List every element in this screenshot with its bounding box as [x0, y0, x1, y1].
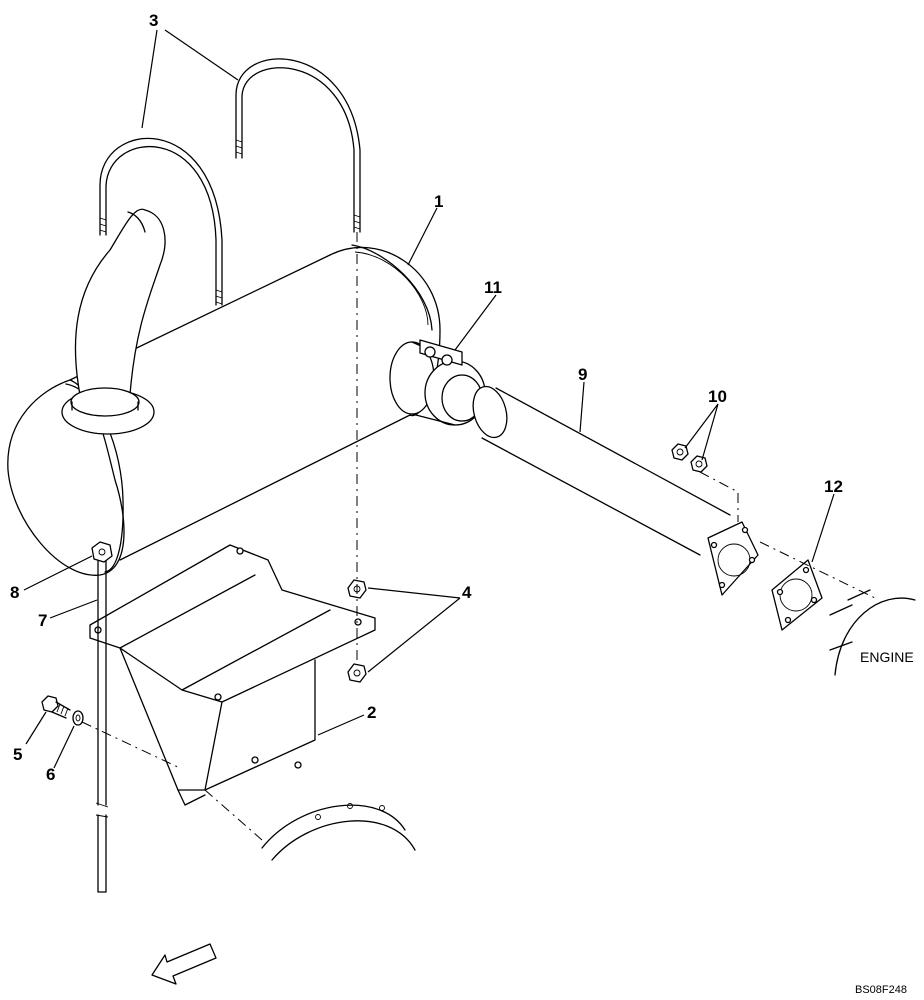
- callout-10: 10: [708, 387, 727, 406]
- callout-5: 5: [13, 745, 22, 764]
- callout-3: 3: [149, 11, 158, 30]
- nuts-10: [671, 443, 708, 473]
- drain-tube: [91, 541, 113, 893]
- front-direction-arrow-icon: [151, 943, 217, 985]
- callout-7: 7: [38, 611, 47, 630]
- callout-2: 2: [367, 703, 376, 722]
- callout-9: 9: [578, 365, 587, 384]
- callout-4: 4: [462, 583, 472, 602]
- assembly-lines: [81, 232, 876, 841]
- gasket: [771, 559, 823, 631]
- engine-label: ENGINE: [860, 649, 914, 665]
- pipe-clamp: [389, 339, 486, 426]
- callout-8: 8: [10, 583, 19, 602]
- mounting-bracket: [89, 544, 376, 806]
- u-bolt-left: [99, 137, 223, 306]
- callout-12: 12: [824, 477, 843, 496]
- callout-1: 1: [434, 192, 443, 211]
- callout-11: 11: [484, 278, 502, 297]
- tail-pipe: [61, 208, 166, 435]
- frame-arc: [261, 803, 416, 861]
- engine-outline: [829, 589, 916, 676]
- u-bolt-right: [235, 58, 361, 233]
- callout-6: 6: [46, 765, 55, 784]
- exhaust-pipe: [472, 385, 759, 596]
- nuts-4: [347, 579, 367, 683]
- washer-6: [72, 710, 84, 726]
- drawing-code: BS08F248: [855, 984, 907, 996]
- callout-leaders: [23, 29, 835, 769]
- bolt-5: [41, 695, 71, 719]
